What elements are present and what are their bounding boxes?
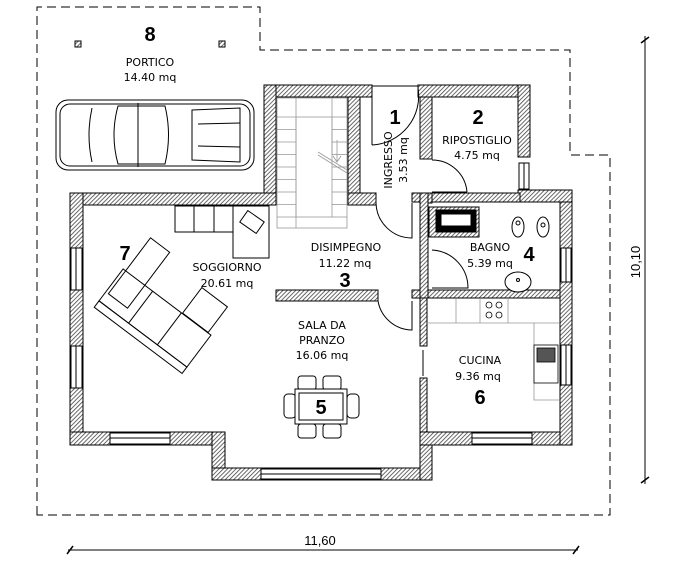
- room-number: 3: [339, 270, 350, 292]
- room-area: 11.22 mq: [319, 257, 372, 270]
- room-name-line2: PRANZO: [299, 334, 345, 347]
- dining-table: [283, 375, 360, 439]
- room-number: 8: [144, 24, 155, 46]
- room-2-ripostiglio: 2 RIPOSTIGLIO 4.75 mq: [442, 107, 512, 162]
- room-area: 3.53 mq: [397, 137, 410, 183]
- portico-boundary: [36, 6, 611, 516]
- width-label: 11,60: [304, 533, 336, 548]
- kitchen-counter: [427, 298, 559, 401]
- windows: [70, 162, 572, 480]
- room-area: 16.06 mq: [296, 349, 349, 362]
- walls: [69, 84, 573, 481]
- room-name: BAGNO: [470, 241, 511, 254]
- room-7-soggiorno: 7 SOGGIORNO 20.61 mq: [119, 243, 261, 290]
- room-4-bagno: BAGNO 5.39 mq 4: [467, 241, 535, 270]
- room-number: 4: [523, 244, 535, 266]
- tv-cabinet: [174, 205, 270, 259]
- room-area: 14.40 mq: [124, 71, 177, 84]
- staircase: [276, 97, 348, 229]
- room-area: 5.39 mq: [467, 257, 513, 270]
- room-area: 20.61 mq: [201, 277, 254, 290]
- room-area: 9.36 mq: [455, 370, 501, 383]
- room-5-sala-da-pranzo: SALA DA PRANZO 16.06 mq 5: [296, 319, 349, 419]
- car: [55, 99, 255, 171]
- dimension-width: 11,60: [66, 533, 580, 555]
- room-number: 1: [389, 107, 400, 129]
- room-name: CUCINA: [459, 354, 502, 367]
- room-name: PORTICO: [126, 56, 175, 69]
- dimension-height: 10,10: [628, 36, 650, 484]
- room-6-cucina: CUCINA 9.36 mq 6: [455, 354, 502, 409]
- room-name: SOGGIORNO: [192, 261, 261, 274]
- portico-pillar: [218, 40, 226, 48]
- room-number: 2: [472, 107, 483, 129]
- room-number: 5: [315, 397, 326, 419]
- portico-pillar: [74, 40, 82, 48]
- room-name: INGRESSO: [382, 131, 395, 189]
- room-3-disimpegno: DISIMPEGNO 11.22 mq 3: [311, 241, 382, 292]
- room-8-portico: 8 PORTICO 14.40 mq: [124, 24, 177, 84]
- room-1-ingresso: 1 INGRESSO 3.53 mq: [382, 107, 410, 189]
- height-label: 10,10: [628, 246, 643, 279]
- bathroom-fixtures: [435, 209, 550, 293]
- room-name: RIPOSTIGLIO: [442, 134, 512, 147]
- doors: [371, 85, 469, 376]
- room-number: 6: [474, 387, 485, 409]
- room-name: DISIMPEGNO: [311, 241, 382, 254]
- room-name-line1: SALA DA: [298, 319, 346, 332]
- room-number: 7: [119, 243, 130, 265]
- sofa: [93, 237, 229, 375]
- room-area: 4.75 mq: [454, 149, 500, 162]
